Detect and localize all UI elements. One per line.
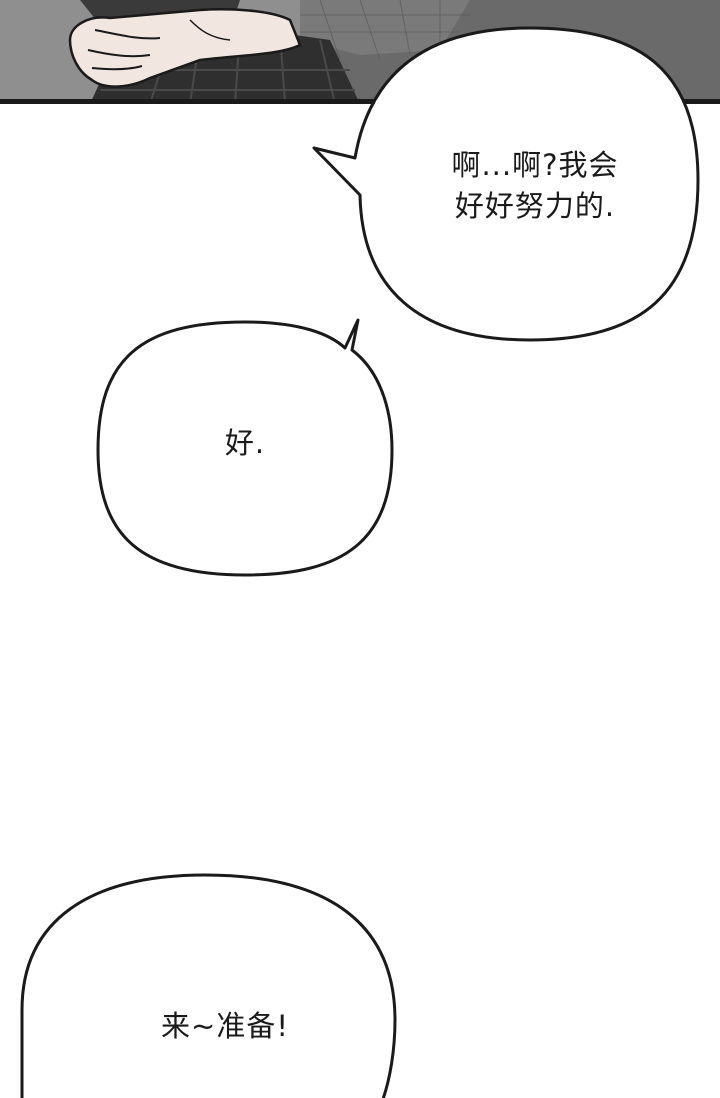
speech-bubble-1-line-1: 啊...啊?我会 (451, 148, 619, 182)
speech-bubble-1 (312, 26, 700, 342)
speech-bubble-3-text: 来~准备! (90, 1006, 360, 1046)
speech-bubble-2 (96, 318, 394, 577)
speech-bubble-1-line-2: 好好努力的. (454, 189, 616, 223)
speech-bubble-1-text: 啊...啊?我会 好好努力的. (405, 145, 665, 227)
speech-bubble-2-line-1: 好. (224, 426, 266, 460)
speech-bubble-3-line-1: 来~准备! (161, 1009, 289, 1043)
speech-bubble-2-text: 好. (140, 423, 350, 463)
speech-bubble-3 (20, 873, 397, 1098)
